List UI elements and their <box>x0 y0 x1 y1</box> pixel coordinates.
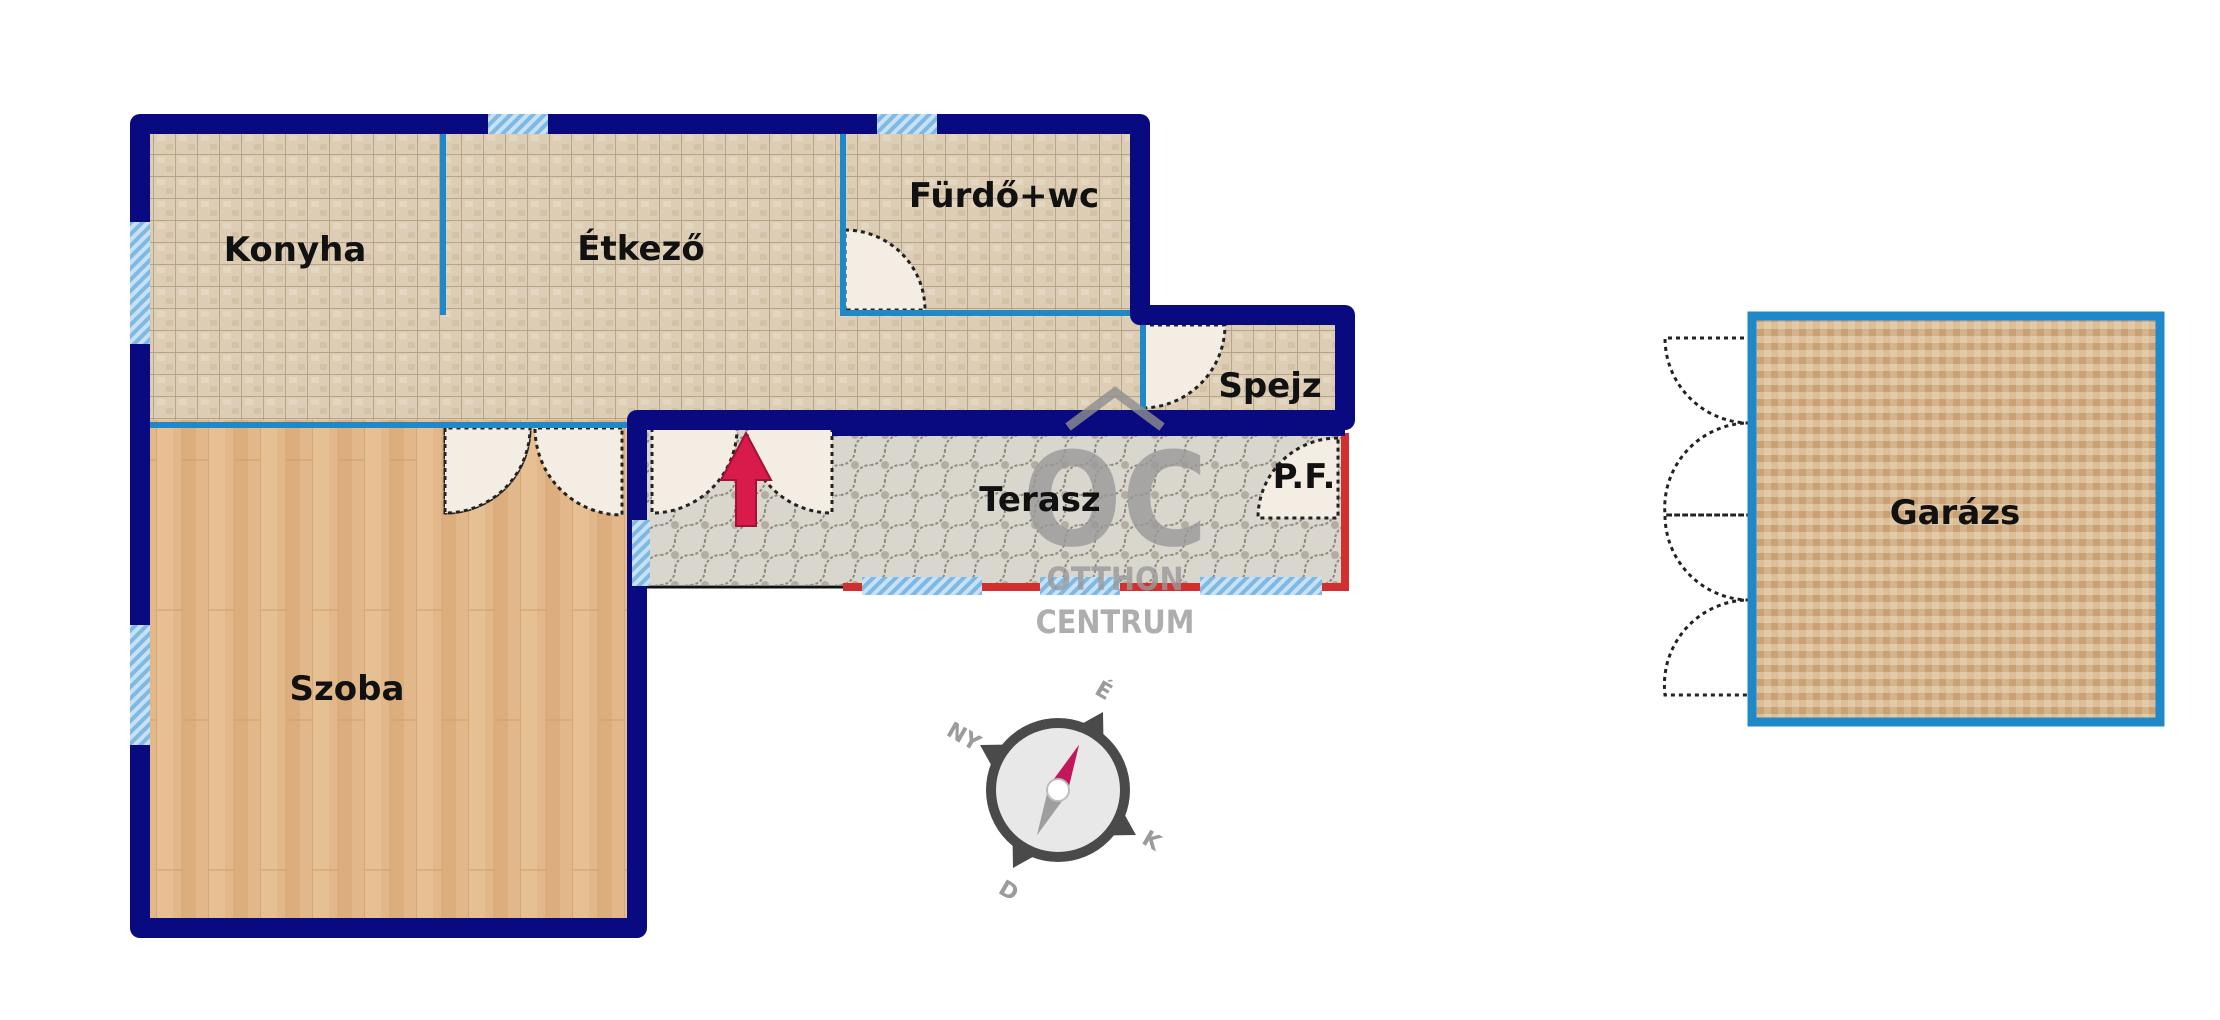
garage-walls <box>1747 311 2165 727</box>
room-label-etkezo: Étkező <box>577 228 704 269</box>
room-label-spejz: Spejz <box>1218 366 1321 406</box>
compass-icon: É K D NY <box>942 676 1166 907</box>
compass-north: É <box>1090 676 1116 706</box>
garage-door-swings <box>1662 336 1753 697</box>
floor-kitchen-dining <box>140 125 1140 420</box>
compass-south: D <box>994 876 1022 907</box>
watermark-line2: CENTRUM <box>1036 603 1195 641</box>
windows <box>130 114 1322 745</box>
compass-west: NY <box>942 718 985 757</box>
terrace-rail <box>647 420 1349 591</box>
watermark-logo: OC <box>1022 424 1207 576</box>
door-swings <box>443 228 1340 520</box>
room-label-garazs: Garázs <box>1890 493 2021 533</box>
entrance-arrow-icon <box>719 430 773 527</box>
room-label-konyha: Konyha <box>224 230 367 270</box>
floor-garage <box>1755 318 2160 718</box>
otthon-centrum-watermark: OC OTTHON CENTRUM <box>1022 386 1208 641</box>
room-label-terasz: Terasz <box>979 480 1100 520</box>
room-label-furdo: Fürdő+wc <box>909 176 1099 216</box>
compass-east: K <box>1138 826 1166 857</box>
room-label-szoba: Szoba <box>290 669 405 709</box>
floor-room <box>140 420 630 927</box>
room-label-pf: P.F. <box>1273 457 1336 497</box>
inner-walls <box>148 132 1146 428</box>
watermark-line1: OTTHON <box>1046 560 1183 598</box>
